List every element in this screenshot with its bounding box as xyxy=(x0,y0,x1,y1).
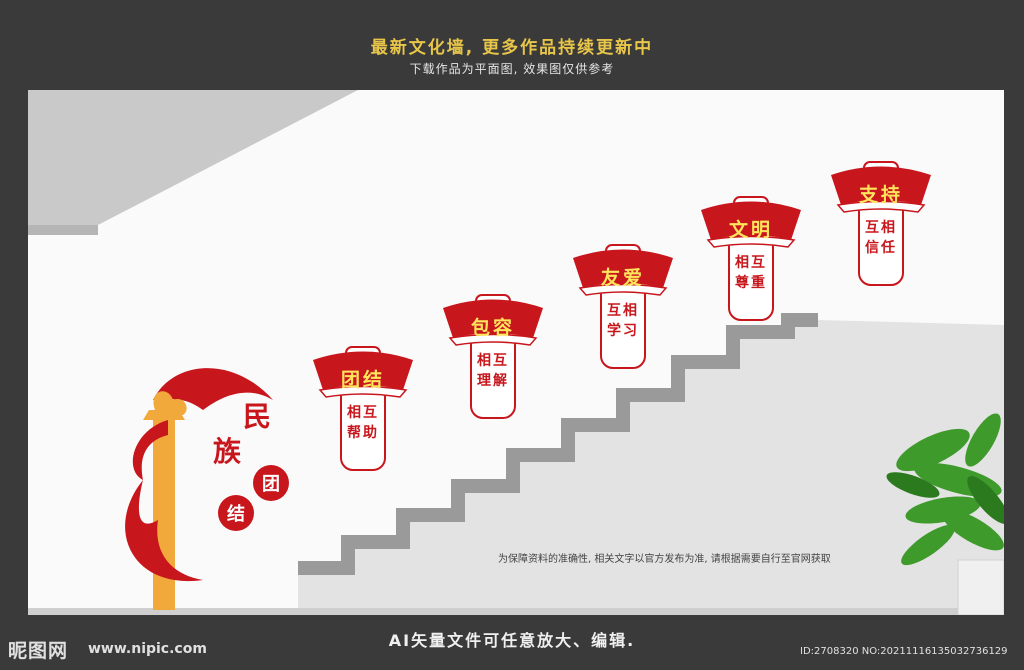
sign-unity: 团结 相互 帮助 xyxy=(308,325,418,485)
sign-title: 包容 xyxy=(470,317,515,339)
footer-caption: AI矢量文件可任意放大、编辑. xyxy=(388,631,636,650)
emblem-char-min: 民 xyxy=(243,400,272,433)
sign-title: 文明 xyxy=(728,219,773,241)
watermark-url: www.nipic.com xyxy=(88,641,207,657)
sign-body-line1: 相互 xyxy=(735,255,767,271)
sign-friendship: 友爱 互相 学习 xyxy=(568,223,678,383)
sign-title: 友爱 xyxy=(600,267,645,289)
stair-background xyxy=(28,90,1004,615)
banner-title: 最新文化墙, 更多作品持续更新中 xyxy=(370,38,654,58)
emblem-char-jie: 结 xyxy=(218,495,254,531)
emblem-char-tuan: 团 xyxy=(253,465,289,501)
disclaimer-note: 为保障资料的准确性, 相关文字以官方发布为准, 请根据需要自行至官网获取 xyxy=(498,554,831,565)
sign-tolerance: 包容 相互 理解 xyxy=(438,273,548,433)
sign-body-line2: 帮助 xyxy=(347,425,379,441)
banner-subtitle: 下载作品为平面图, 效果图仅供参考 xyxy=(409,62,615,76)
sign-title: 团结 xyxy=(340,369,385,391)
wall-scene: 民 族 团 结 团结 相互 帮助 包容 相互 理解 xyxy=(28,90,1004,615)
sign-support: 支持 互相 信任 xyxy=(826,140,936,300)
sign-body-line1: 互相 xyxy=(607,303,639,319)
sign-civility: 文明 相互 尊重 xyxy=(696,175,806,335)
sign-body-line1: 相互 xyxy=(347,405,379,421)
national-unity-emblem: 民 族 团 结 xyxy=(113,360,313,615)
emblem-char-zu: 族 xyxy=(213,435,242,468)
watermark-logo: 昵图网 xyxy=(8,640,69,662)
sign-body-line2: 尊重 xyxy=(735,275,767,291)
sign-body-line2: 信任 xyxy=(865,240,897,256)
sign-title: 支持 xyxy=(858,184,903,206)
sign-body-line1: 相互 xyxy=(477,353,509,369)
watermark-id: ID:2708320 NO:20211116135032736129 xyxy=(800,646,1008,657)
sign-body-line2: 理解 xyxy=(477,373,509,389)
sign-body-line1: 互相 xyxy=(865,220,897,236)
sign-body-line2: 学习 xyxy=(607,323,639,339)
